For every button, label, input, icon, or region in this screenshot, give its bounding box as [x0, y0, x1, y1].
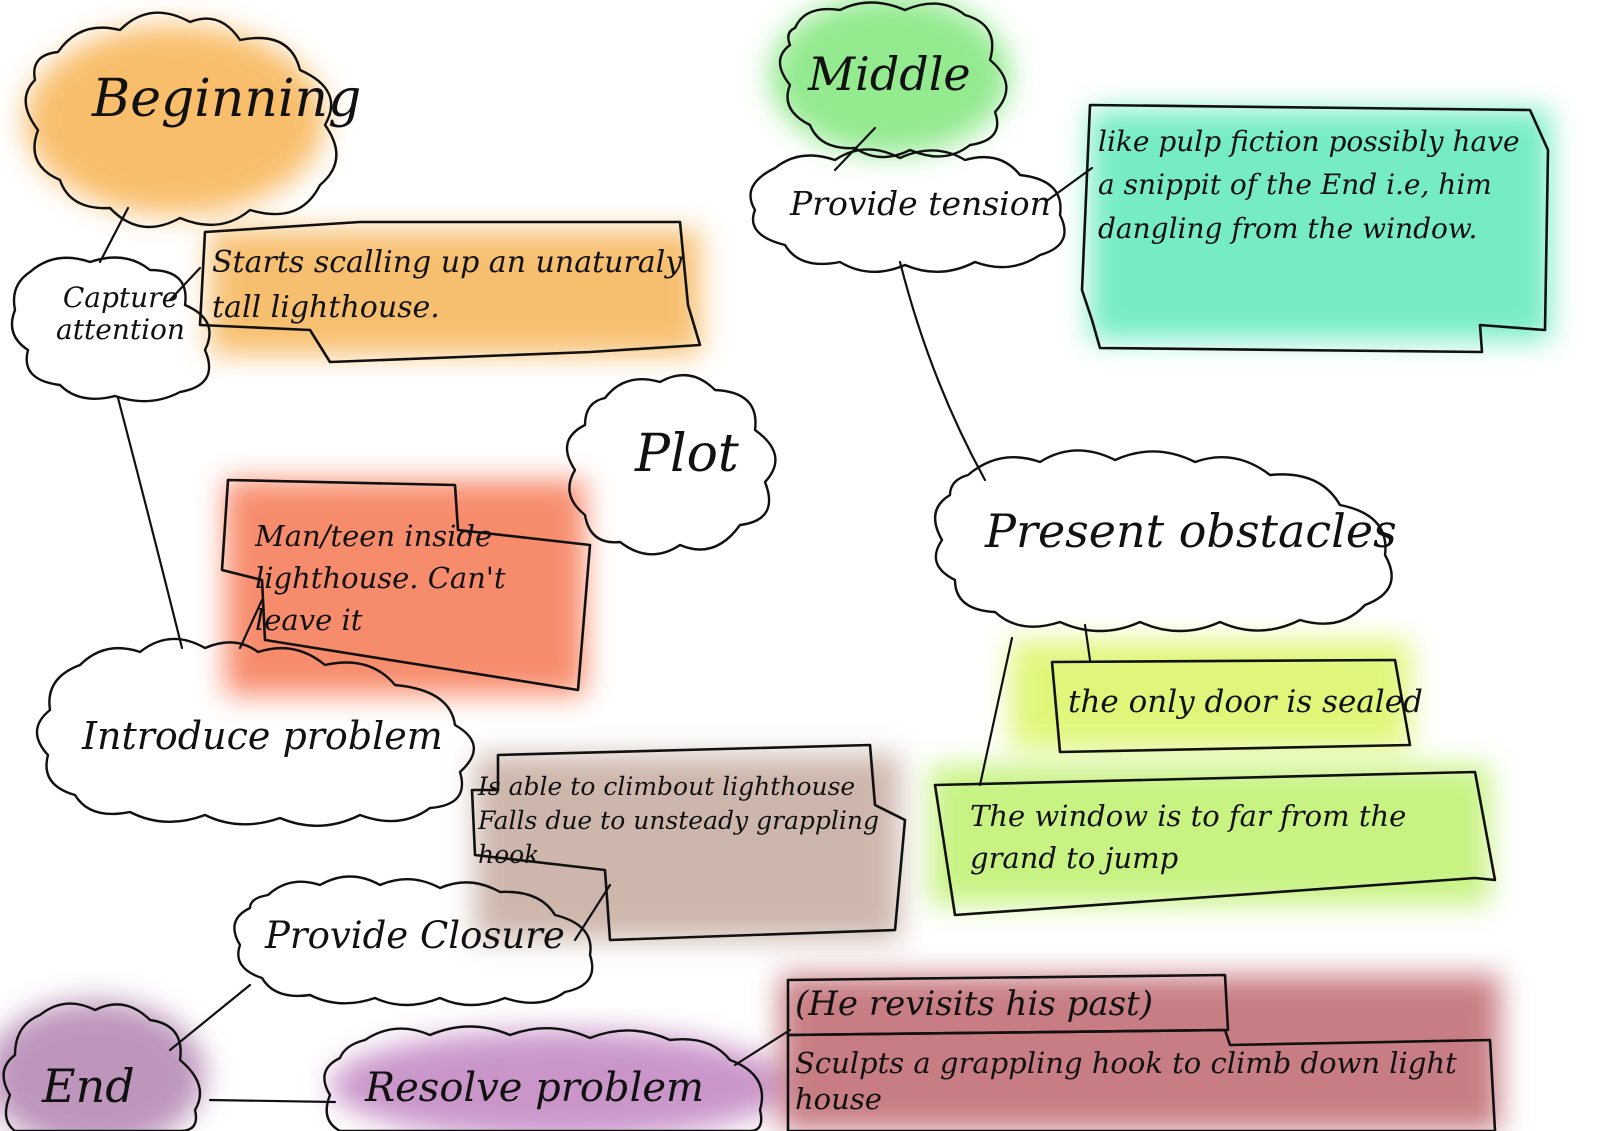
lighthouse-note-box	[198, 220, 702, 364]
node-beginning: Beginning	[92, 69, 362, 129]
beginning-wash	[25, 25, 325, 215]
node-present-obstacles: Present obstacles	[985, 504, 1397, 558]
window-note-wash	[930, 765, 1490, 905]
introduce-cloud	[35, 637, 476, 827]
end-wash	[0, 1000, 205, 1131]
note-climb-out: Is able to climbout lighthouse Falls due…	[478, 772, 880, 869]
tension-cloud	[749, 148, 1066, 274]
capture-cloud	[10, 256, 211, 403]
lighthouse-note-wash	[210, 230, 700, 355]
sculpts-note-box	[786, 1028, 1497, 1131]
connector-resolve-sculpts	[733, 1028, 792, 1067]
node-plot: Plot	[635, 424, 739, 484]
connector-inside-introduce	[238, 598, 264, 650]
climb-out-note-wash	[475, 755, 900, 940]
node-end: End	[42, 1059, 135, 1113]
revisits-note-box	[786, 973, 1230, 1037]
beginning-cloud	[24, 11, 338, 229]
connector-beginning-capture	[98, 206, 130, 264]
obstacles-cloud	[933, 449, 1393, 633]
note-window-far: The window is to far from the grand to j…	[970, 799, 1407, 876]
connectors	[98, 126, 1094, 1104]
climb-out-note-box	[470, 743, 907, 942]
connector-capture-lighthouse	[168, 266, 202, 302]
connector-end-closure	[168, 983, 252, 1052]
note-pulp-fiction: like pulp fiction possibly have a snippi…	[1098, 125, 1520, 245]
note-inside-lighthouse: Man/teen inside lighthouse. Can't leave …	[255, 519, 506, 638]
door-note-wash	[1010, 640, 1410, 750]
note-box-outlines	[198, 103, 1550, 1131]
connector-capture-introduce	[116, 396, 184, 650]
node-middle: Middle	[808, 47, 971, 101]
node-provide-tension: Provide tension	[790, 184, 1051, 223]
note-lighthouse: Starts scalling up an unaturaly tall lig…	[212, 245, 683, 325]
connector-tension-obstacles	[898, 260, 987, 482]
node-capture-attention: Capture attention	[56, 281, 185, 347]
note-sculpts-hook: Sculpts a grappling hook to climb down l…	[795, 1046, 1457, 1117]
color-washes	[0, 0, 1550, 1131]
pulp-note-wash	[1090, 110, 1550, 340]
middle-cloud	[778, 1, 1008, 159]
node-resolve-problem: Resolve problem	[365, 1065, 704, 1111]
closure-cloud	[233, 875, 594, 1007]
cloud-shapes	[2, 1, 1393, 1131]
note-revisits-past: (He revisits his past)	[795, 984, 1153, 1024]
resolve-wash	[330, 1030, 790, 1131]
door-note-box	[1050, 658, 1412, 754]
inside-note-wash	[225, 480, 585, 695]
note-door-sealed: the only door is sealed	[1068, 684, 1423, 720]
resolve-cloud	[323, 1025, 764, 1131]
node-provide-closure: Provide Closure	[265, 914, 565, 957]
connector-end-resolve	[208, 1098, 337, 1104]
node-introduce-problem: Introduce problem	[82, 714, 443, 758]
connector-tension-pulp	[1046, 166, 1094, 202]
plot-cloud	[565, 373, 777, 556]
middle-wash	[770, 0, 1010, 155]
inside-note-box	[220, 478, 592, 692]
window-note-box	[933, 770, 1497, 917]
connector-obstacles-window	[978, 636, 1014, 787]
pulp-note-box	[1080, 103, 1550, 354]
sculpts-note-wash	[780, 975, 1500, 1131]
end-cloud	[2, 1002, 202, 1131]
connector-closure-climbout	[573, 883, 612, 942]
